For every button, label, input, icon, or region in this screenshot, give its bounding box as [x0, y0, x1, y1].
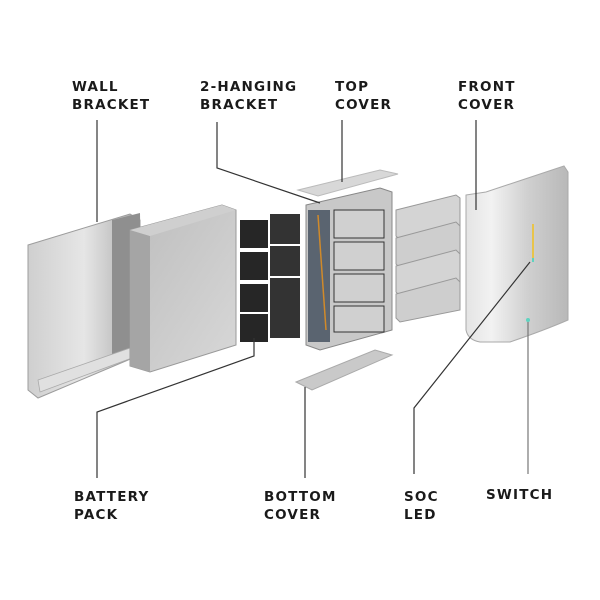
leader-battery-pack — [96, 338, 255, 478]
label-line: TOP — [335, 79, 370, 95]
label-line: COVER — [335, 97, 393, 113]
leader-soc-led — [413, 261, 531, 474]
heat-sink-part — [395, 194, 461, 323]
label-top-cover: TOP COVER — [335, 78, 392, 114]
battery-pack-part — [240, 214, 300, 342]
label-line: COVER — [458, 97, 516, 113]
label-soc-led: SOC LED — [404, 488, 439, 524]
label-line: COVER — [264, 507, 322, 523]
label-bottom-cover: BOTTOM COVER — [264, 488, 337, 524]
label-switch: SWITCH — [486, 486, 553, 504]
label-line: BRACKET — [200, 97, 279, 113]
label-hanging-bracket: 2-HANGING BRACKET — [200, 78, 297, 114]
label-line: BATTERY — [74, 489, 150, 505]
front-cover-part — [465, 165, 569, 343]
label-line: BOTTOM — [264, 489, 337, 505]
label-line: PACK — [74, 507, 119, 523]
label-line: WALL — [72, 79, 119, 95]
label-line: LED — [404, 507, 437, 523]
leader-lines — [96, 120, 531, 478]
wall-bracket-part — [27, 213, 142, 399]
internal-frame-part — [305, 187, 393, 351]
top-cover-part — [296, 169, 399, 197]
battery-enclosure-part — [129, 204, 237, 373]
label-line: 2-HANGING — [200, 79, 298, 95]
label-battery-pack: BATTERY PACK — [74, 488, 149, 524]
label-wall-bracket: WALL BRACKET — [72, 78, 150, 114]
label-line: SOC — [404, 489, 439, 505]
label-line: BRACKET — [72, 97, 151, 113]
label-line: FRONT — [458, 79, 516, 95]
leader-hanging-bracket — [216, 122, 321, 204]
label-front-cover: FRONT COVER — [458, 78, 516, 114]
label-line: SWITCH — [486, 487, 554, 503]
bottom-cover-part — [294, 349, 394, 391]
